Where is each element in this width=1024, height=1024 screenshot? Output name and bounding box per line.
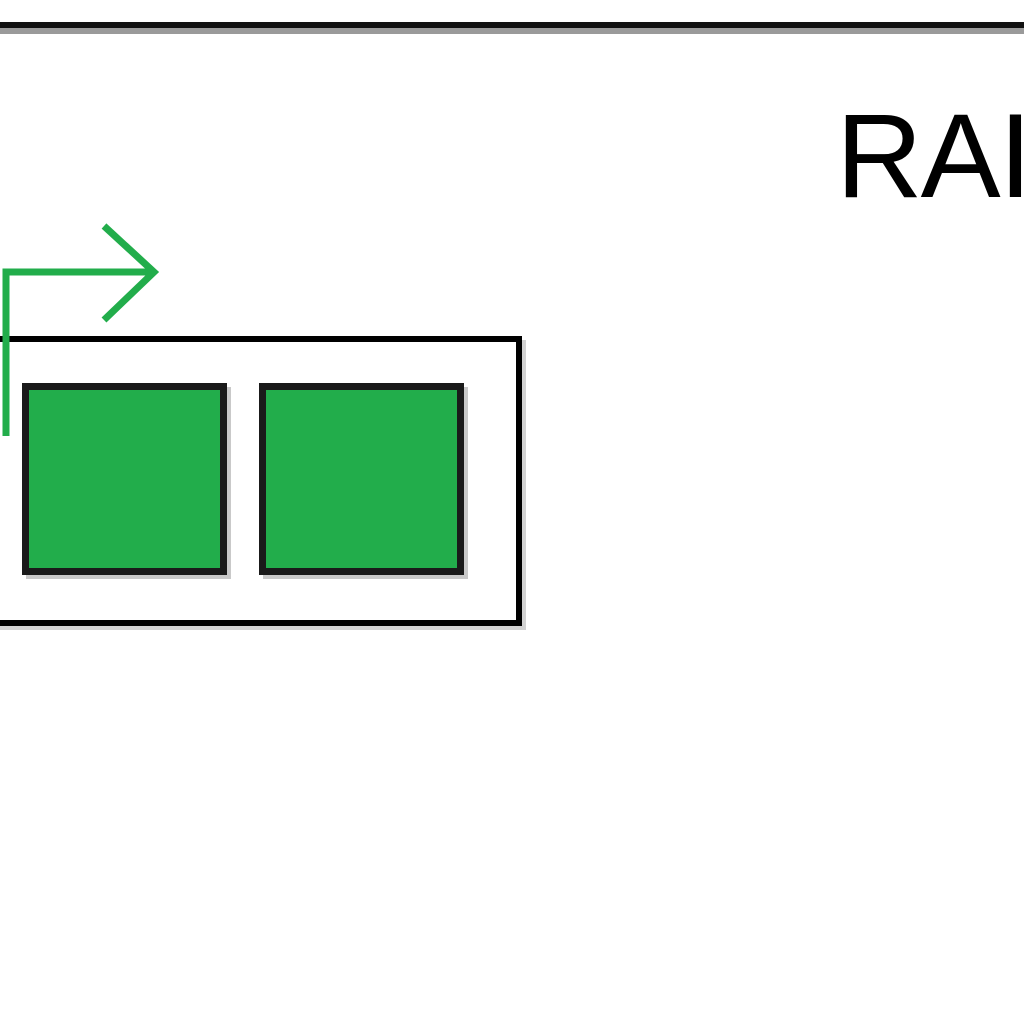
top-border-line (0, 22, 1024, 28)
diagram-title: RAI (836, 89, 1024, 223)
arrow-head (101, 223, 160, 323)
array-cell-2 (259, 383, 464, 575)
array-cell-1 (22, 383, 227, 575)
top-border-shadow (0, 28, 1024, 34)
